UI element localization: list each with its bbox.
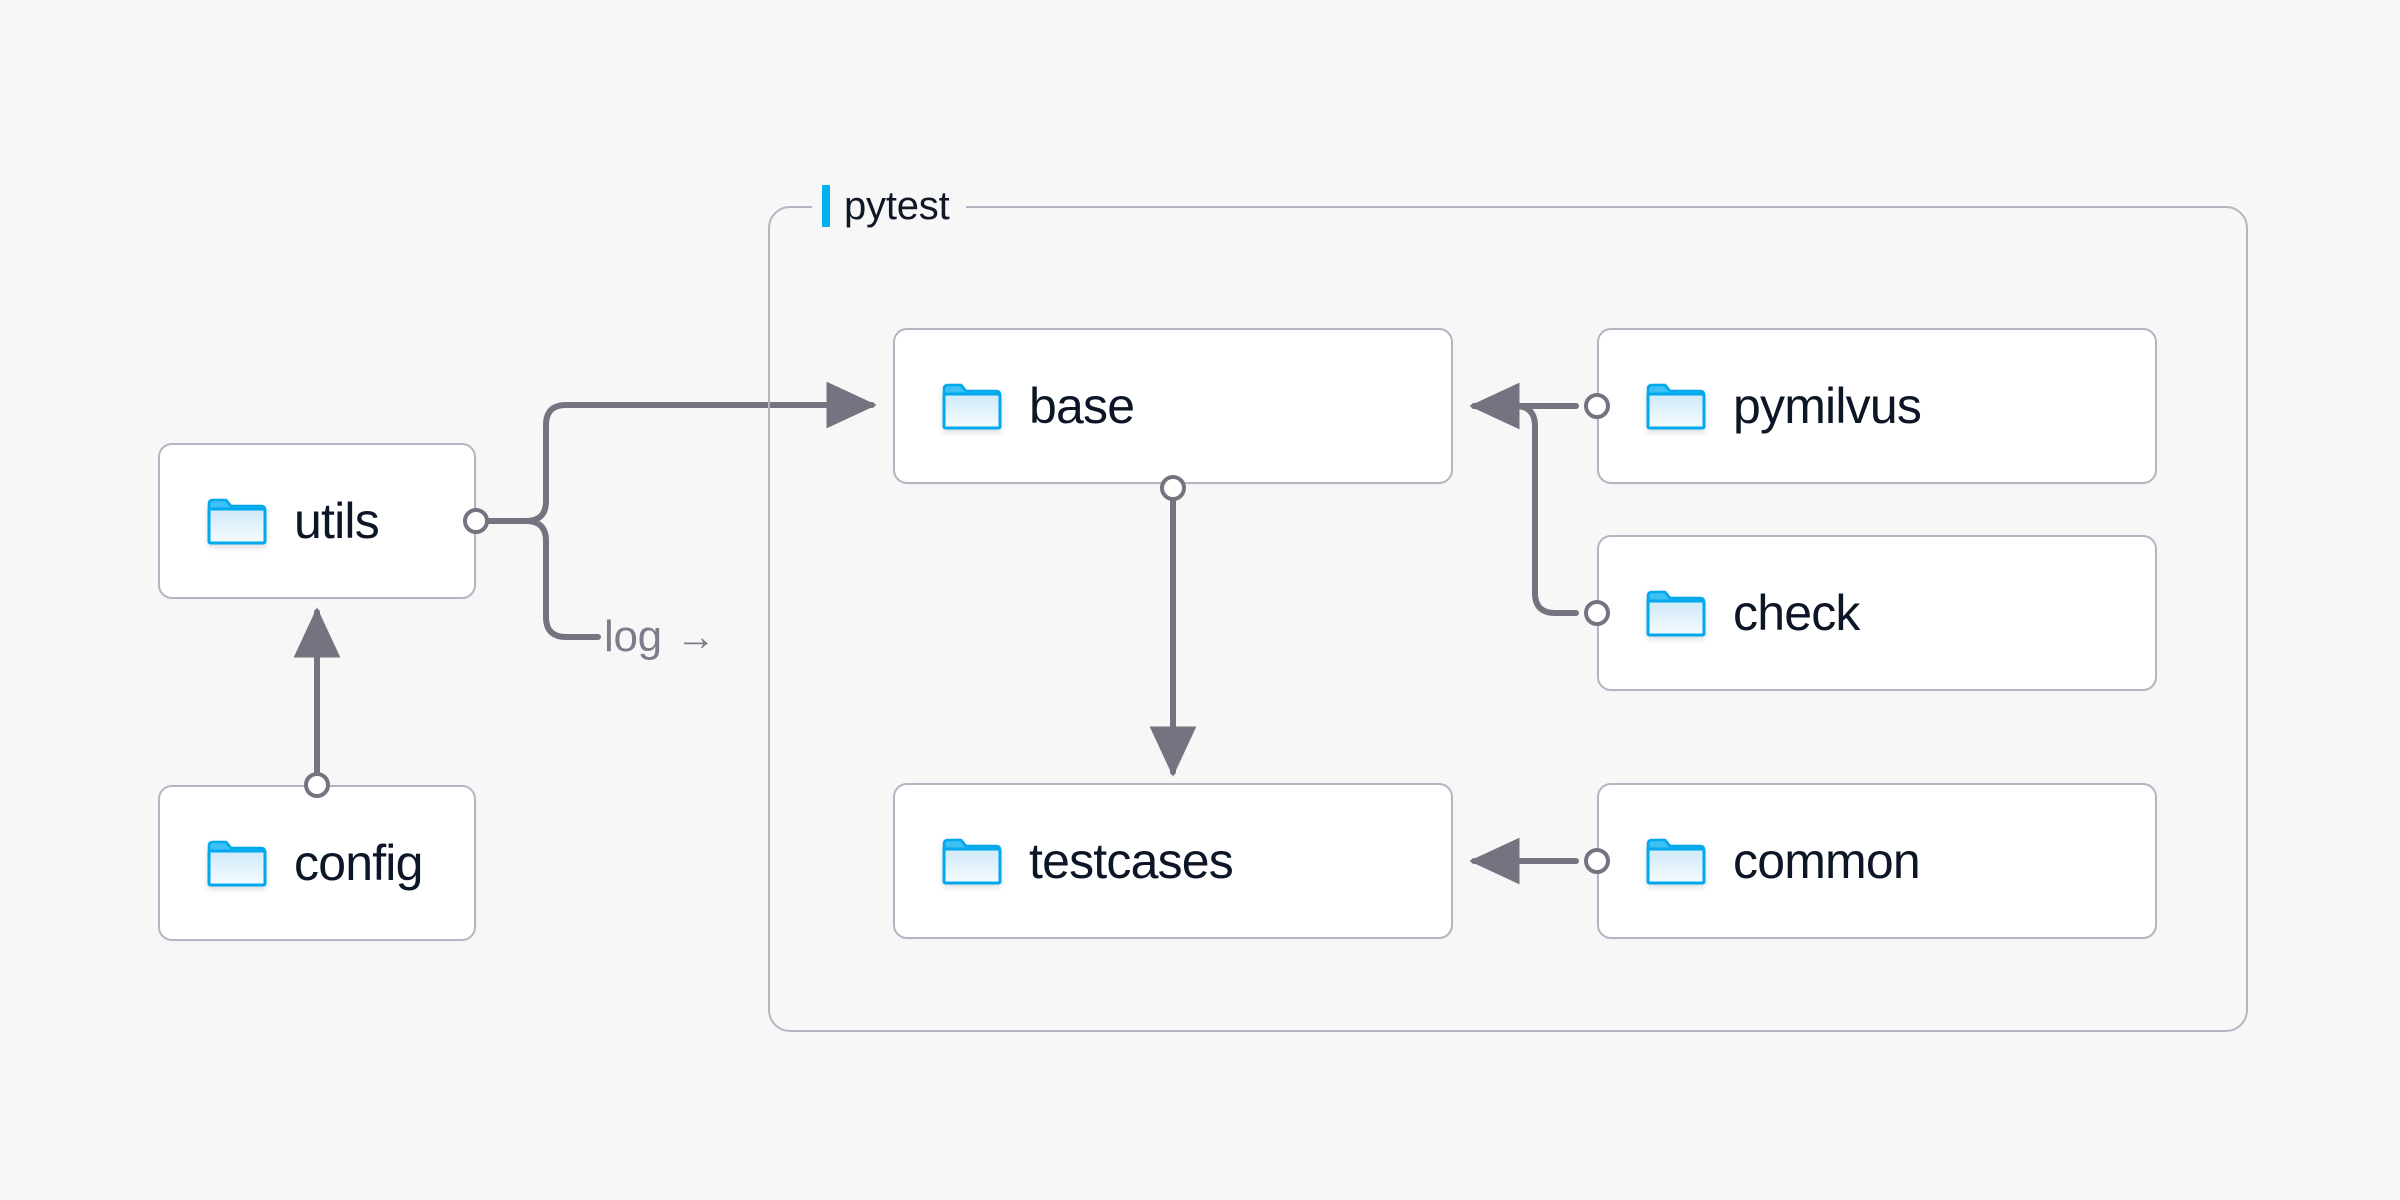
port-base-bottom[interactable]	[1160, 475, 1186, 501]
arrow-right-icon: →	[675, 615, 716, 659]
node-label: pymilvus	[1733, 378, 1922, 434]
folder-icon	[1646, 590, 1706, 637]
group-pytest[interactable]	[768, 206, 2248, 1032]
node-label: common	[1733, 833, 1921, 889]
folder-icon	[207, 498, 267, 545]
port-config-top[interactable]	[304, 772, 330, 798]
edge-label-log-text: log	[604, 612, 662, 661]
folder-icon	[1646, 838, 1706, 885]
folder-icon	[207, 840, 267, 887]
node-base[interactable]: base	[893, 328, 1453, 484]
port-pymilvus-left[interactable]	[1584, 393, 1610, 419]
folder-icon	[1646, 383, 1706, 430]
port-common-left[interactable]	[1584, 848, 1610, 874]
folder-icon	[942, 383, 1002, 430]
node-config[interactable]: config	[158, 785, 476, 941]
node-label: testcases	[1029, 833, 1234, 889]
node-label: utils	[294, 493, 380, 549]
edge-label-log: log →	[604, 612, 716, 662]
node-label: check	[1733, 585, 1860, 641]
port-utils-right[interactable]	[463, 508, 489, 534]
group-title: pytest	[844, 184, 950, 228]
group-pytest-label: pytest	[812, 179, 966, 233]
node-utils[interactable]: utils	[158, 443, 476, 599]
node-testcases[interactable]: testcases	[893, 783, 1453, 939]
port-check-left[interactable]	[1584, 600, 1610, 626]
group-accent-bar	[822, 185, 830, 227]
node-label: base	[1029, 378, 1135, 434]
node-pymilvus[interactable]: pymilvus	[1597, 328, 2157, 484]
folder-icon	[942, 838, 1002, 885]
node-common[interactable]: common	[1597, 783, 2157, 939]
edge-utils-log-branch	[486, 518, 601, 640]
node-label: config	[294, 835, 423, 891]
node-check[interactable]: check	[1597, 535, 2157, 691]
